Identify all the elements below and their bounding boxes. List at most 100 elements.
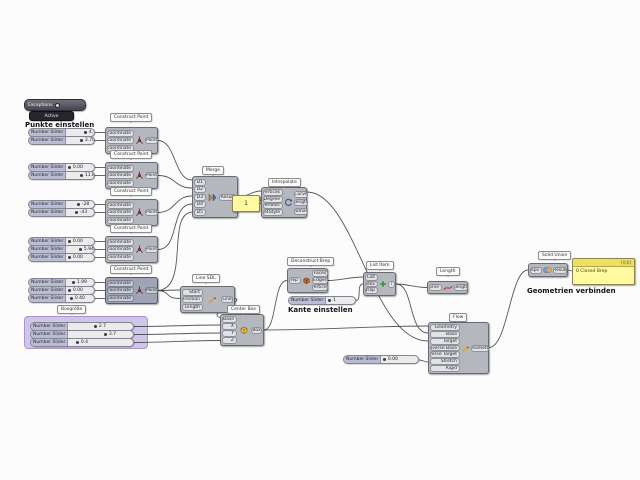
output-point[interactable]: Point (145, 172, 158, 179)
output-item[interactable]: i (388, 280, 395, 288)
output-faces[interactable]: Faces (312, 270, 328, 277)
number-slider[interactable]: Number Slider 3.70 (28, 136, 95, 145)
input-breps[interactable]: Breps (530, 266, 542, 274)
output-point[interactable]: Point (145, 137, 158, 144)
merge-node[interactable]: D1 D2 D3 D4 D5 Result (192, 176, 238, 218)
input-d2[interactable]: D2 (194, 186, 206, 193)
slider-track[interactable]: 0.40 (66, 295, 94, 302)
slider-knob[interactable] (72, 281, 76, 284)
exceptions-widget[interactable]: Exceptions (24, 99, 86, 111)
output-result[interactable]: Result (553, 266, 567, 274)
deconstruct-brep-node[interactable]: Brep Faces Edges Vertices (287, 268, 328, 293)
exceptions-active-button[interactable]: Active (29, 111, 74, 121)
input-base[interactable]: Base (430, 330, 460, 338)
slider-track[interactable]: 0.00 (381, 356, 418, 363)
slider-track[interactable]: 2.7 (68, 323, 133, 330)
slider-knob[interactable] (76, 341, 80, 344)
output-curve[interactable]: Curve (294, 190, 308, 198)
slider-knob[interactable] (104, 333, 108, 336)
input-z[interactable]: Z (222, 337, 237, 344)
interpolate-node[interactable]: Vertices Degree Periodic KnotStyle Curve… (261, 187, 308, 218)
input-z-coordinate[interactable]: Z coordinate (107, 216, 134, 224)
slider-track[interactable]: 3.70 (66, 137, 94, 144)
input-wrap[interactable]: Wrap (365, 287, 378, 295)
input-brep[interactable]: Brep (289, 277, 301, 284)
slider-track[interactable]: 0.00 (66, 238, 94, 245)
slider-knob[interactable] (68, 240, 72, 243)
slider-track[interactable]: 0.00 (66, 164, 94, 171)
output-point[interactable]: Point (145, 209, 158, 216)
slider-knob[interactable] (68, 289, 72, 292)
input-rigid[interactable]: Rigid (430, 365, 460, 373)
construct-point-node[interactable]: X coordinate Y coordinate Z coordinate P… (105, 199, 158, 226)
input-degree[interactable]: Degree (263, 195, 283, 203)
output-point[interactable]: Point (145, 246, 158, 253)
line-sdl-node[interactable]: Start Direction Length Line (180, 286, 235, 313)
length-node[interactable]: Curve Length (427, 281, 468, 294)
slider-track[interactable]: 0.00 (66, 254, 94, 261)
slider-track[interactable]: 0.00 (66, 287, 94, 294)
input-periodic[interactable]: Periodic (263, 202, 283, 210)
slider-knob[interactable] (75, 211, 79, 214)
slider-knob[interactable] (383, 358, 387, 361)
input-y-coordinate[interactable]: Y coordinate (107, 209, 134, 216)
input-y[interactable]: Y (222, 330, 237, 337)
input-d3[interactable]: D3 (194, 193, 206, 201)
slider-track[interactable]: 4.70 (66, 129, 94, 136)
slider-track[interactable]: -28 (66, 201, 94, 208)
construct-point-node[interactable]: X coordinate Y coordinate Z coordinate P… (105, 127, 158, 154)
input-x-coordinate[interactable]: X coordinate (107, 129, 134, 137)
input-base[interactable]: Base (222, 316, 237, 323)
slider-knob[interactable] (84, 131, 88, 134)
slider-track[interactable]: 11.84 (66, 172, 94, 179)
output-line[interactable]: Line (221, 296, 233, 303)
input-x-coordinate[interactable]: X coordinate (107, 164, 134, 172)
output-geometry[interactable]: Geometry (471, 344, 489, 352)
slider-track[interactable]: 1.99 (66, 279, 94, 286)
center-box-node[interactable]: Base X Y Z Box (220, 314, 264, 346)
output-length[interactable]: Length (454, 284, 468, 291)
input-y-coordinate[interactable]: Y coordinate (107, 137, 134, 144)
input-target[interactable]: Target (430, 337, 460, 345)
number-slider[interactable]: Number Slider 0.00 (343, 355, 419, 364)
slider-knob[interactable] (328, 299, 332, 302)
input-knotstyle[interactable]: KnotStyle (263, 209, 283, 216)
result-panel[interactable]: {0;0} 0 Closed Brep (572, 258, 635, 285)
input-vertices[interactable]: Vertices (263, 189, 283, 196)
slider-track[interactable]: 1 (326, 297, 355, 304)
output-point[interactable]: Point (145, 287, 158, 294)
list-item-node[interactable]: List Index Wrap i (363, 272, 396, 296)
slider-knob[interactable] (80, 174, 84, 177)
slider-knob[interactable] (68, 166, 72, 169)
output-box[interactable]: Box (251, 326, 262, 334)
input-reverse-base[interactable]: Reverse Base (430, 344, 460, 352)
construct-point-node[interactable]: X coordinate Y coordinate Z coordinate P… (105, 162, 158, 189)
input-length[interactable]: Length (182, 303, 203, 311)
input-y-coordinate[interactable]: Y coordinate (107, 172, 134, 179)
degree-panel[interactable]: 1 (232, 195, 260, 212)
number-slider[interactable]: Number Slider -43 (28, 208, 95, 217)
input-z-coordinate[interactable]: Z coordinate (107, 294, 134, 302)
input-curve[interactable]: Curve (429, 284, 442, 291)
slider-track[interactable]: -43 (66, 209, 94, 216)
construct-point-node[interactable]: X coordinate Y coordinate Z coordinate P… (105, 236, 158, 263)
input-x[interactable]: X (222, 323, 237, 330)
input-d5[interactable]: D5 (194, 208, 206, 216)
input-z-coordinate[interactable]: Z coordinate (107, 179, 134, 187)
input-list[interactable]: List (365, 274, 378, 281)
slider-knob[interactable] (70, 297, 74, 300)
input-z-coordinate[interactable]: Z coordinate (107, 253, 134, 261)
input-geometry[interactable]: Geometry (430, 324, 460, 331)
input-y-coordinate[interactable]: Y coordinate (107, 287, 134, 294)
construct-point-node-selected[interactable]: X coordinate Y coordinate Z coordinate P… (105, 277, 158, 304)
slider-track[interactable]: 0.4 (68, 339, 133, 346)
input-x-coordinate[interactable]: X coordinate (107, 201, 134, 209)
flow-node[interactable]: Geometry Base Target Reverse Base Revers… (428, 322, 489, 374)
input-d4[interactable]: D4 (194, 201, 206, 208)
input-x-coordinate[interactable]: X coordinate (107, 238, 134, 246)
output-vertices[interactable]: Vertices (312, 284, 328, 291)
input-index[interactable]: Index (365, 280, 378, 288)
slider-knob[interactable] (68, 256, 72, 259)
input-x-coordinate[interactable]: X coordinate (107, 279, 134, 287)
